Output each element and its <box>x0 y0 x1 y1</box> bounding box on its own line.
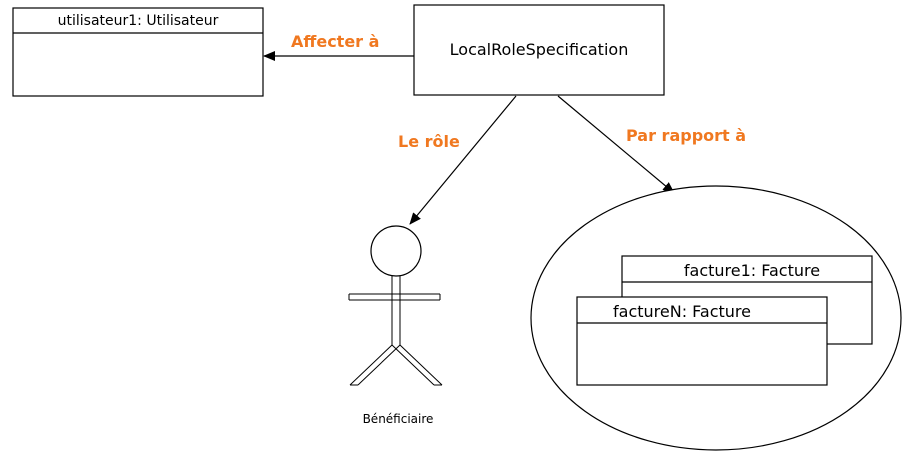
par-rapport-arrow <box>557 95 675 194</box>
utilisateur-object-box[interactable]: utilisateur1: Utilisateur <box>12 7 264 97</box>
beneficiaire-actor[interactable]: Bénéficiaire <box>348 225 443 426</box>
par-rapport-label: Par rapport à <box>626 126 746 145</box>
le-role-label: Le rôle <box>398 132 460 151</box>
utilisateur-box-title: utilisateur1: Utilisateur <box>58 13 219 29</box>
local-role-specification-box[interactable]: LocalRoleSpecification <box>413 4 665 96</box>
actor-head <box>370 225 422 277</box>
facturen-object-box[interactable]: factureN: Facture <box>576 296 828 386</box>
le-role-arrow <box>409 95 517 225</box>
facturen-box-title: factureN: Facture <box>613 302 751 321</box>
actor-left-leg <box>349 344 393 386</box>
facture1-box-title: facture1: Facture <box>684 261 820 280</box>
affecter-label: Affecter à <box>291 32 379 51</box>
local-role-specification-title: LocalRoleSpecification <box>450 40 629 59</box>
actor-right-leg <box>391 344 435 386</box>
actor-label: Bénéficiaire <box>363 412 434 426</box>
